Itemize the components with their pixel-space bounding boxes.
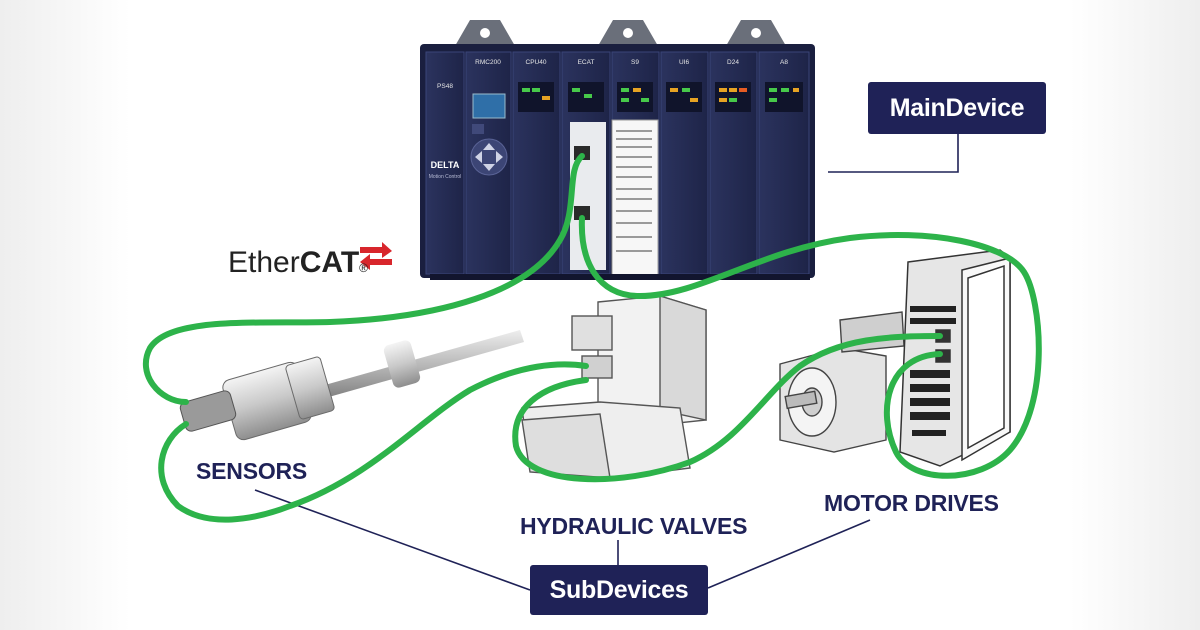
sensors-leader-line [254, 489, 531, 591]
connector-lines [254, 134, 959, 591]
cable-drive-to-plc [578, 215, 1042, 479]
ethercat-logo-suffix: CAT [299, 246, 360, 279]
hydraulic-valves-label: HYDRAULIC VALVES [520, 513, 748, 539]
subdevices-label: SubDevices [530, 565, 708, 615]
linear-sensor [179, 330, 524, 441]
ethercat-cable [142, 153, 1042, 523]
motor-drive [899, 249, 1011, 467]
drives-leader-line [707, 519, 871, 589]
maindevice-label: MainDevice [868, 82, 1046, 134]
motor-drives-label: MOTOR DRIVES [824, 490, 999, 516]
cable-plc-to-sensor [142, 153, 585, 405]
svg-text:UI6: UI6 [679, 59, 690, 66]
servo-motor [779, 311, 905, 453]
maindevice-leader-line [828, 134, 959, 173]
sensors-label: SENSORS [196, 458, 308, 484]
svg-text:PS48: PS48 [437, 83, 453, 90]
ethercat-logo-prefix: Ether [228, 246, 300, 279]
ethercat-registered-mark: ® [359, 261, 368, 275]
svg-text:DELTA: DELTA [431, 160, 460, 170]
cable-sensor-to-valve [158, 361, 589, 523]
svg-text:ECAT: ECAT [578, 59, 595, 66]
svg-text:CPU40: CPU40 [526, 59, 547, 66]
ethercat-arrows-icon [360, 242, 392, 270]
svg-text:S9: S9 [631, 59, 639, 66]
left-background-band [0, 0, 130, 630]
svg-text:D24: D24 [727, 59, 739, 66]
svg-text:Motion Control: Motion Control [429, 174, 462, 180]
svg-text:RMC200: RMC200 [475, 59, 501, 66]
ethercat-port-out [574, 206, 590, 220]
svg-text:A8: A8 [780, 59, 788, 66]
status-led-displays [518, 82, 803, 112]
right-background-band [1070, 0, 1200, 630]
cable-valve-to-drive [512, 333, 943, 483]
hydraulic-valve [521, 295, 707, 479]
ethercat-logo: EtherCAT® [228, 246, 368, 280]
power-supply-module [425, 51, 465, 275]
plc-rack: PS48 RMC200 DELTA Motion Control CPU40 E… [420, 20, 815, 280]
